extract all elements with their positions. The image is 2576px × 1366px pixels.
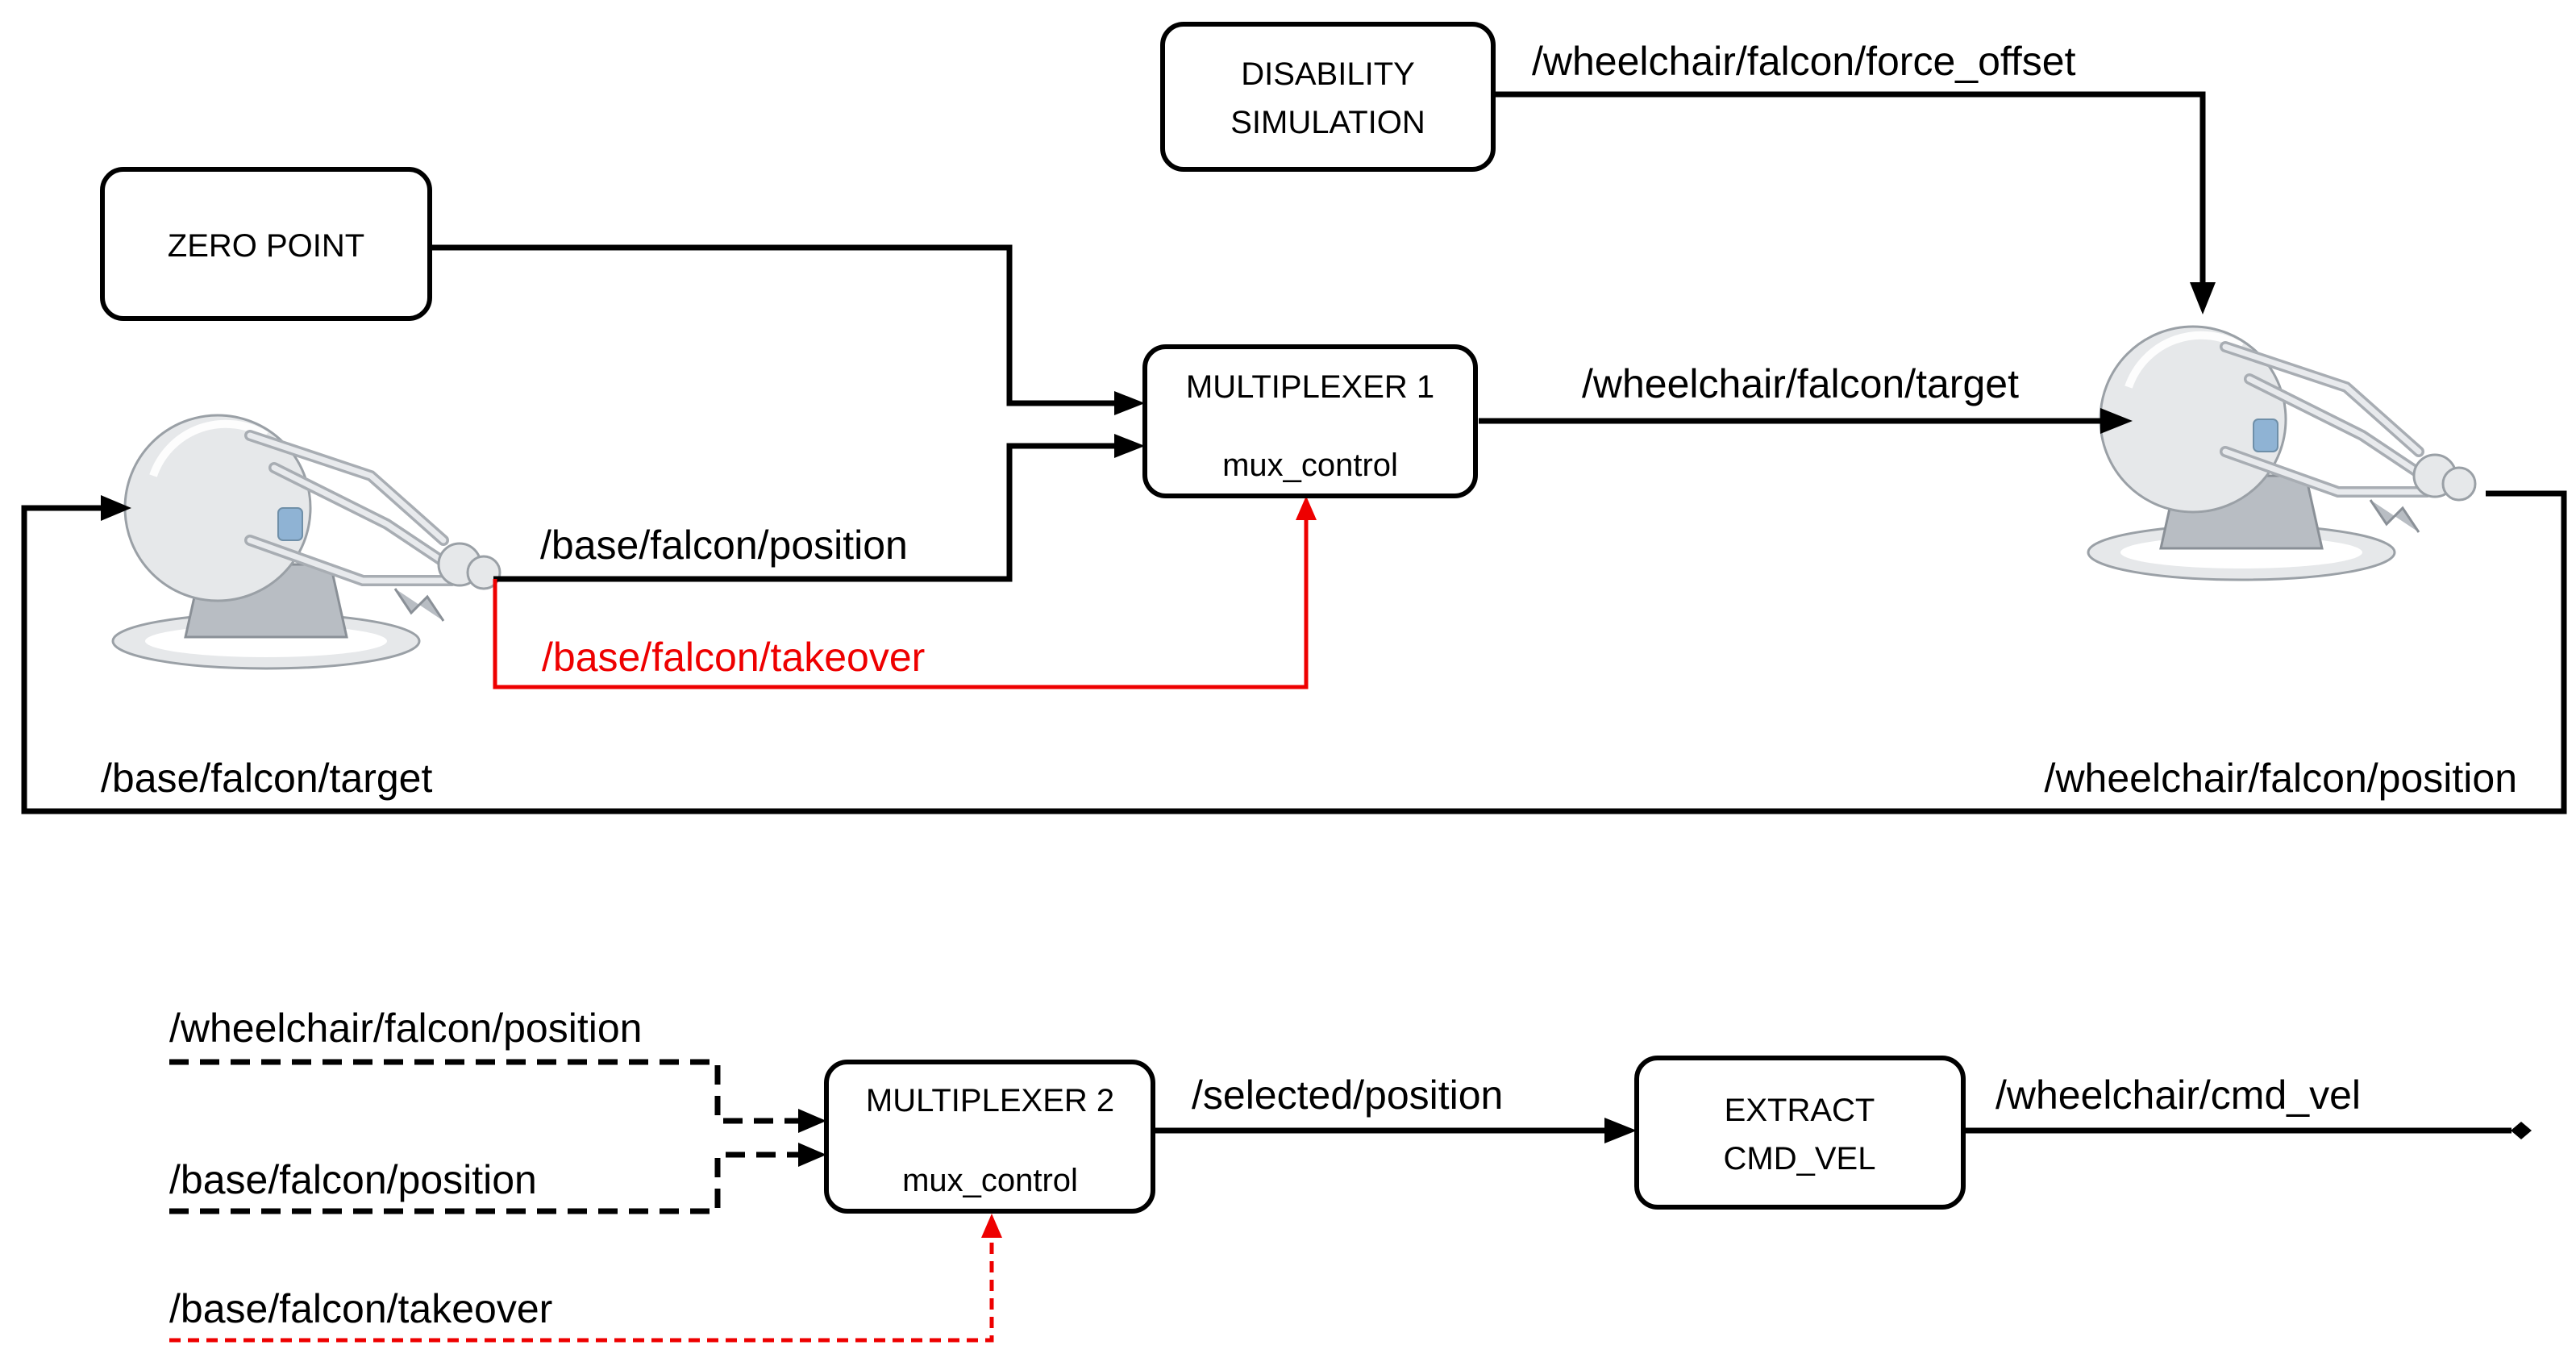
base-position-dashed-wire — [169, 1152, 798, 1214]
topic-base-position-top: /base/falcon/position — [540, 523, 908, 568]
topic-base-takeover-top: /base/falcon/takeover — [542, 635, 925, 680]
multiplexer-2-subtitle: mux_control — [902, 1163, 1078, 1198]
mux1-input2-arrowhead — [1114, 434, 1145, 458]
topic-cmd-vel: /wheelchair/cmd_vel — [1995, 1072, 2361, 1118]
base-takeover-to-mux1-wire — [493, 520, 1309, 689]
extract-cmd-vel-box[interactable]: EXTRACT CMD_VEL — [1634, 1056, 1966, 1210]
multiplexer-2-title: MULTIPLEXER 2 — [866, 1083, 1114, 1118]
topic-base-target: /base/falcon/target — [101, 756, 432, 801]
mux1-takeover-arrowhead — [1296, 496, 1317, 520]
mux1-input1-arrowhead — [1114, 391, 1145, 415]
wheelchair-position-dashed-wire — [169, 1059, 798, 1124]
zero-point-to-mux1-wire — [431, 244, 1117, 406]
base-target-arrowhead — [101, 495, 131, 521]
disability-simulation-box[interactable]: DISABILITY SIMULATION — [1160, 22, 1496, 172]
multiplexer-1-subtitle: mux_control — [1222, 448, 1398, 483]
base-position-to-mux1-wire — [493, 443, 1117, 582]
topic-base-takeover-bottom: /base/falcon/takeover — [169, 1286, 552, 1331]
topic-wheelchair-position-top: /wheelchair/falcon/position — [2045, 756, 2517, 801]
position-feedback-loop-wire — [21, 490, 2567, 814]
selected-position-arrowhead — [1604, 1118, 1637, 1143]
falcon-haptic-device-left-icon — [113, 415, 500, 668]
falcon-haptic-device-right-icon — [2088, 327, 2475, 580]
wheelchair-target-arrowhead — [2100, 408, 2133, 434]
disability-label-line1: DISABILITY — [1241, 56, 1415, 92]
mux2-input1-arrowhead — [798, 1109, 826, 1133]
extract-label-line2: CMD_VEL — [1724, 1141, 1876, 1177]
topic-force-offset: /wheelchair/falcon/force_offset — [1532, 39, 2076, 84]
multiplexer-1-title: MULTIPLEXER 1 — [1186, 369, 1434, 405]
topic-selected-position: /selected/position — [1192, 1072, 1503, 1118]
disability-to-force-offset-wire — [1494, 91, 2206, 282]
zero-point-box[interactable]: ZERO POINT — [100, 167, 432, 321]
cmd-vel-endpoint-diamond — [2511, 1122, 2532, 1139]
force-offset-arrowhead — [2190, 282, 2216, 314]
base-takeover-dashed-wire — [169, 1238, 994, 1343]
topic-wheelchair-target: /wheelchair/falcon/target — [1582, 361, 2019, 406]
zero-point-label: ZERO POINT — [168, 228, 364, 264]
mux2-takeover-arrowhead — [981, 1214, 1002, 1238]
topic-wheelchair-position-bottom: /wheelchair/falcon/position — [169, 1006, 642, 1051]
topic-base-position-bottom: /base/falcon/position — [169, 1157, 537, 1202]
disability-label-line2: SIMULATION — [1230, 105, 1425, 140]
multiplexer-1-box[interactable]: MULTIPLEXER 1 mux_control — [1142, 344, 1478, 498]
extract-label-line1: EXTRACT — [1725, 1093, 1875, 1128]
multiplexer-2-box[interactable]: MULTIPLEXER 2 mux_control — [824, 1060, 1155, 1214]
mux2-input2-arrowhead — [798, 1143, 826, 1167]
